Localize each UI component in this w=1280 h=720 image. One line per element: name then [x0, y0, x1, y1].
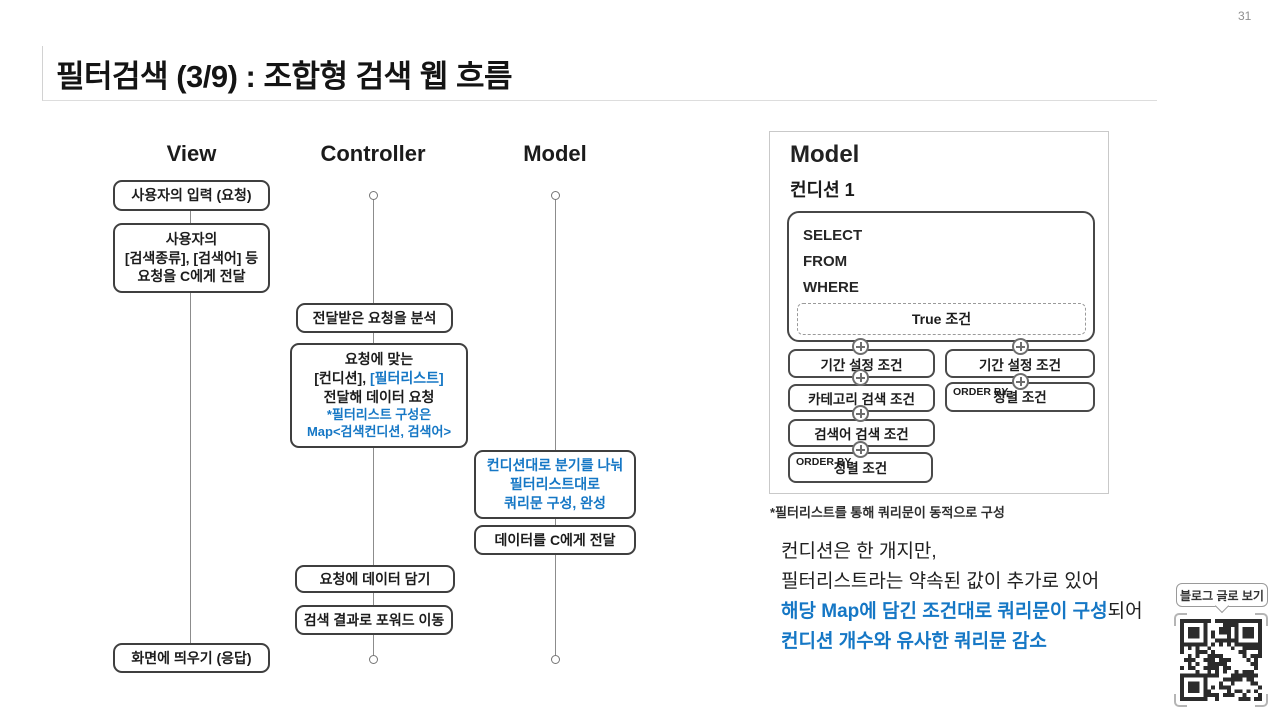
view-response-box: 화면에 띄우기 (응답)	[113, 643, 270, 673]
sql-keyword-from: FROM	[803, 253, 848, 270]
panel-caption: *필터리스트를 통해 쿼리문이 동적으로 구성	[770, 505, 1005, 520]
controller-data-label: 요청에 데이터 담기	[319, 570, 431, 587]
model-panel-title: Model	[790, 141, 860, 168]
column-header-controller: Controller	[320, 141, 426, 166]
plus-icon	[852, 369, 869, 386]
title-block: 필터검색 (3/9) : 조합형 검색 웹 흐름	[42, 46, 1157, 101]
summary-text: 컨디션은 한 개지만, 필터리스트라는 약속된 값이 추가로 있어 해당 Map…	[781, 537, 1143, 657]
page-number: 31	[1238, 9, 1252, 23]
column-header-view: View	[166, 141, 217, 166]
view-request-line: 사용자의	[165, 230, 218, 247]
sql-keyword-select: SELECT	[803, 227, 863, 244]
view-response-label: 화면에 띄우기 (응답)	[131, 649, 252, 666]
controller-request-box: 요청에 맞는 [컨디션], [필터리스트] 전달해 데이터 요청 *필터리스트 …	[290, 343, 468, 448]
controller-data-box: 요청에 데이터 담기	[295, 565, 455, 593]
view-request-line: 요청을 C에게 전달	[137, 268, 246, 285]
lifeline-controller	[373, 332, 374, 344]
summary-line: 해당 Map에 담긴 조건대로 쿼리문이 구성되어	[781, 597, 1143, 627]
filterlist-token: [필터리스트]	[370, 370, 444, 387]
view-input-label: 사용자의 입력 (요청)	[131, 187, 252, 204]
summary-line: 컨디션 개수와 유사한 쿼리문 감소	[781, 631, 1047, 652]
orderby-keyword: ORDER BY	[953, 386, 1009, 398]
lifeline-endpoint	[369, 655, 378, 664]
lifeline-controller	[373, 592, 374, 606]
lifeline-endpoint	[369, 191, 378, 200]
true-condition-box: True 조건	[797, 303, 1086, 335]
orderby-label: 정렬 조건	[993, 390, 1047, 405]
qr-label-bubble: 블로그 글로 보기	[1176, 583, 1268, 607]
orderby-keyword: ORDER BY	[796, 456, 852, 468]
column-header-model: Model	[523, 141, 587, 166]
model-query-box: 컨디션대로 분기를 나눠 필터리스트대로 쿼리문 구성, 완성	[474, 450, 636, 519]
controller-analyze-box: 전달받은 요청을 분석	[296, 303, 453, 333]
page-title: 필터검색 (3/9) : 조합형 검색 웹 흐름	[56, 58, 512, 94]
qr-corner-bracket	[1174, 694, 1187, 707]
lifeline-view	[190, 292, 191, 644]
controller-forward-label: 검색 결과로 포워드 이동	[303, 611, 445, 628]
view-request-box: 사용자의 [검색종류], [검색어] 등 요청을 C에게 전달	[113, 223, 270, 293]
lifeline-controller	[373, 634, 374, 656]
plus-icon	[852, 338, 869, 355]
qr-corner-bracket	[1174, 613, 1187, 626]
sql-keyword-where: WHERE	[803, 279, 859, 296]
plus-icon	[1012, 373, 1029, 390]
plus-icon	[852, 405, 869, 422]
model-query-line: 컨디션대로 분기를 나눠	[486, 457, 624, 474]
plus-icon	[852, 441, 869, 458]
qr-corner-bracket	[1255, 613, 1268, 626]
view-input-box: 사용자의 입력 (요청)	[113, 180, 270, 211]
lifeline-endpoint	[551, 191, 560, 200]
summary-suffix: 되어	[1107, 601, 1143, 622]
controller-request-line: [컨디션], [필터리스트]	[314, 369, 443, 388]
condition-1-label: 컨디션 1	[790, 180, 855, 200]
model-deliver-box: 데이터를 C에게 전달	[474, 525, 636, 555]
lifeline-controller	[373, 447, 374, 566]
lifeline-endpoint	[551, 655, 560, 664]
plus-icon	[1012, 338, 1029, 355]
orderby-label: 정렬 조건	[833, 461, 888, 476]
model-query-line: 필터리스트대로	[509, 476, 601, 493]
qr-corner-bracket	[1255, 694, 1268, 707]
controller-forward-box: 검색 결과로 포워드 이동	[295, 605, 453, 635]
summary-highlight: 해당 Map에 담긴 조건대로 쿼리문이 구성	[781, 601, 1108, 622]
summary-line: 컨디션은 한 개지만,	[781, 541, 937, 562]
controller-request-note: Map<검색컨디션, 검색어>	[306, 423, 452, 439]
controller-request-note: *필터리스트 구성은	[326, 406, 432, 422]
lifeline-model	[555, 518, 556, 526]
model-deliver-label: 데이터를 C에게 전달	[494, 531, 616, 548]
view-request-line: [검색종류], [검색어] 등	[124, 249, 259, 266]
qr-code	[1180, 619, 1262, 701]
controller-request-line: 요청에 맞는	[344, 351, 414, 368]
summary-line: 필터리스트라는 약속된 값이 추가로 있어	[781, 571, 1100, 592]
controller-request-line: 전달해 데이터 요청	[323, 389, 435, 406]
lifeline-view	[190, 211, 191, 224]
controller-analyze-label: 전달받은 요청을 분석	[312, 309, 437, 326]
lifeline-model	[555, 199, 556, 451]
lifeline-model	[555, 554, 556, 656]
condition-token: [컨디션],	[314, 370, 370, 387]
model-query-line: 쿼리문 구성, 완성	[504, 494, 606, 511]
lifeline-controller	[373, 199, 374, 304]
condition-box-orderby-left: ORDER BY 정렬 조건	[788, 452, 933, 483]
